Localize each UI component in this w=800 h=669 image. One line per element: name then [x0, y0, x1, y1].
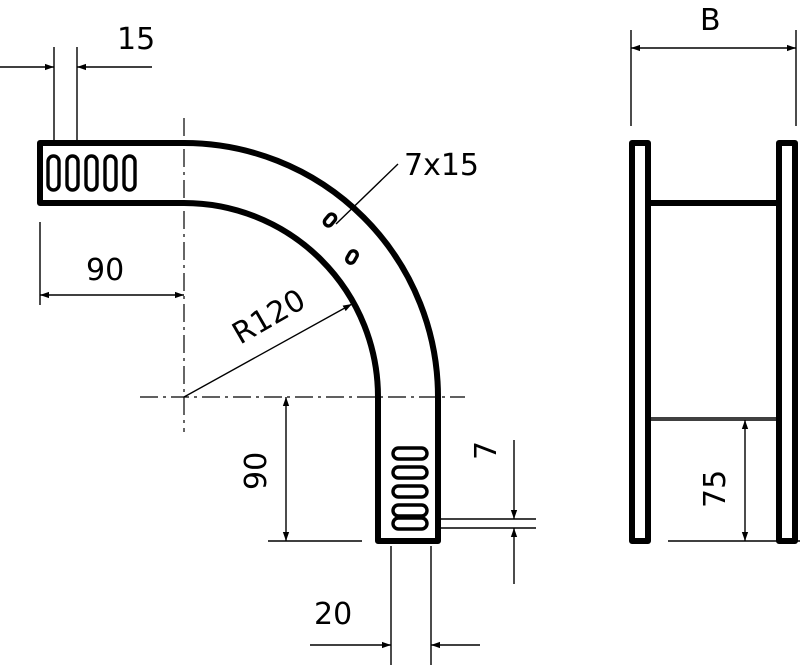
slot	[65, 154, 80, 192]
bend-side-view: 15 90 R120 7x15 90 7	[0, 22, 536, 665]
slot-spacing-dimension: 7	[440, 440, 536, 584]
top-length-dimension: 90	[39, 222, 184, 305]
bottom-length-dimension: 90	[239, 397, 362, 542]
radius-label: R120	[227, 283, 312, 352]
slot	[345, 249, 359, 265]
slot	[391, 484, 429, 499]
slot-size-leader: 7x15	[335, 148, 479, 225]
width-label: B	[700, 3, 721, 38]
left-side-wall	[629, 140, 651, 544]
top-leg-slots	[46, 154, 137, 192]
bend-slots	[322, 212, 359, 265]
end-width-label: 20	[314, 597, 352, 632]
top-length-label: 90	[86, 253, 124, 288]
height-label: 75	[698, 470, 733, 508]
slot	[391, 516, 429, 531]
bottom-leg-slots	[391, 446, 429, 531]
slot	[46, 154, 61, 192]
tab-width-label: 15	[117, 22, 155, 57]
slot	[322, 212, 338, 228]
slot	[391, 503, 429, 518]
end-width-dimension: 20	[310, 546, 480, 665]
bottom-length-label: 90	[239, 452, 274, 490]
slot-size-label: 7x15	[404, 148, 479, 183]
right-side-wall	[776, 140, 798, 544]
slot	[84, 154, 99, 192]
slot	[391, 446, 429, 461]
width-dimension: B	[630, 3, 797, 126]
height-dimension: 75	[668, 420, 800, 542]
slot	[103, 154, 118, 192]
slot-spacing-label: 7	[469, 441, 504, 460]
tab-width-dimension: 15	[0, 22, 155, 140]
end-view: B 75	[629, 3, 800, 544]
radius-dimension: R120	[183, 283, 353, 398]
slot	[122, 154, 137, 192]
slot	[391, 465, 429, 480]
bend-outline	[37, 140, 441, 544]
